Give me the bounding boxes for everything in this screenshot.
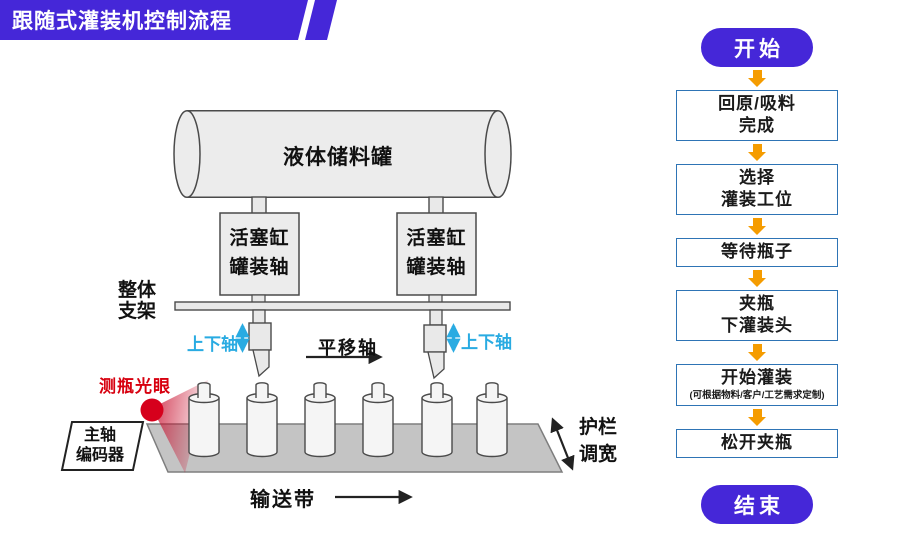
flow-step-label: 选择 <box>739 168 775 187</box>
flow-step-label: 松开夹瓶 <box>721 433 793 452</box>
encoder-plate <box>60 421 145 471</box>
tank-label: 液体储料罐 <box>283 146 393 169</box>
photo-eye-dot <box>140 398 164 422</box>
flow-arrow-icon <box>748 141 766 164</box>
flow-arrow-icon <box>748 406 766 429</box>
guardrail-label: 护栏 调宽 <box>579 417 618 465</box>
flow-arrow-icon <box>748 215 766 238</box>
bottle <box>421 382 453 458</box>
bottle <box>362 382 394 458</box>
flow-step-box: 等待瓶子 <box>676 238 838 267</box>
flow-step-label: 完成 <box>739 116 775 135</box>
nozzle-right <box>423 309 447 380</box>
piston-box-right <box>396 212 477 296</box>
storage-tank <box>173 109 512 199</box>
flow-arrow-icon <box>748 341 766 364</box>
flow-step-note: (可根据物料/客户/工艺需求定制) <box>689 390 825 401</box>
encoder-label: 主轴 编码器 <box>75 427 124 464</box>
updown-axis-label-right: 上下轴 <box>461 333 512 352</box>
nozzle-left <box>248 309 272 378</box>
frame-label: 整体 支架 <box>117 280 156 322</box>
flow-arrow-icon <box>748 67 766 90</box>
bottle <box>476 382 508 458</box>
flow-step-box: 开始灌装 (可根据物料/客户/工艺需求定制) <box>676 364 838 406</box>
flow-start-pill: 开始 <box>701 28 813 67</box>
support-bar <box>174 301 511 311</box>
piston-label-line1: 活塞缸 <box>229 228 290 249</box>
flow-steps: 回原/吸料完成选择灌装工位等待瓶子夹瓶下灌装头开始灌装 (可根据物料/客户/工艺需… <box>676 67 838 458</box>
piston-label-line2: 罐装轴 <box>229 257 290 278</box>
bottle <box>246 382 278 458</box>
flow-step-label: 等待瓶子 <box>721 242 793 261</box>
feed-pipe-right <box>428 196 444 215</box>
conveyor-label: 输送带 <box>250 489 316 511</box>
piston-label-line1: 活塞缸 <box>406 228 467 249</box>
flow-step-box: 松开夹瓶 <box>676 429 838 458</box>
piston-label-line2: 罐装轴 <box>406 257 467 278</box>
piston-axis-label-left: 活塞缸 罐装轴 <box>220 224 299 282</box>
flow-step-box: 夹瓶下灌装头 <box>676 290 838 341</box>
flow-step-box: 选择灌装工位 <box>676 164 838 215</box>
flow-step-label: 开始灌装 <box>721 368 793 387</box>
title-banner: 跟随式灌装机控制流程 <box>0 0 308 40</box>
flow-step-label: 下灌装头 <box>721 316 793 335</box>
photo-eye-label: 测瓶光眼 <box>99 377 171 396</box>
piston-axis-label-right: 活塞缸 罐装轴 <box>397 224 476 282</box>
bottle <box>304 382 336 458</box>
flow-step-label: 回原/吸料 <box>718 94 796 113</box>
flow-step-box: 回原/吸料完成 <box>676 90 838 141</box>
flow-arrow-icon <box>748 267 766 290</box>
updown-axis-label-left: 上下轴 <box>187 335 238 354</box>
flow-step-label: 灌装工位 <box>721 190 793 209</box>
guardrail-arrow-icon <box>550 417 575 471</box>
translate-axis-label: 平移轴 <box>318 338 378 358</box>
page-title: 跟随式灌装机控制流程 <box>12 10 232 33</box>
feed-pipe-left <box>251 196 267 215</box>
flowchart: 开始 回原/吸料完成选择灌装工位等待瓶子夹瓶下灌装头开始灌装 (可根据物料/客户/… <box>676 28 838 524</box>
flow-step-label: 夹瓶 <box>739 294 775 313</box>
flow-end-pill: 结束 <box>701 485 813 524</box>
